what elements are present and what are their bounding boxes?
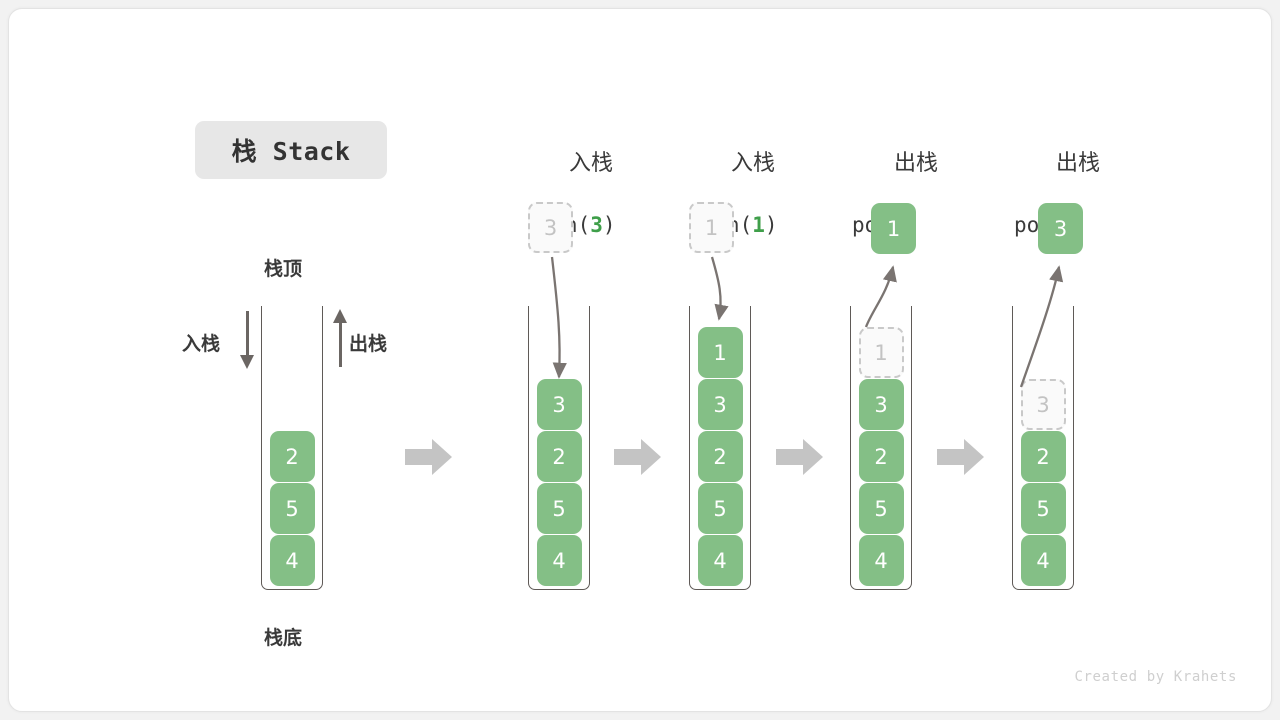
connector-arrows-layer	[550, 256, 1064, 388]
diagram-card: 栈 Stack 栈顶 栈底 入栈 出栈 452 入栈 push(3) 3 452…	[8, 8, 1272, 712]
push-down-arrow-icon	[240, 311, 254, 369]
initial-cell-0: 4	[269, 535, 315, 586]
step1-cell-3: 3	[697, 379, 743, 430]
step2-cell-0: 4	[858, 535, 904, 586]
step-heading-cjk-2: 出栈	[893, 151, 938, 177]
transition-arrow-icon-0	[405, 439, 452, 475]
transition-arrow-icon-1	[614, 439, 661, 475]
stack-bottom-label: 栈底	[264, 627, 303, 649]
step0-cell-3: 3	[536, 379, 582, 430]
step-heading-cjk-1: 入栈	[730, 151, 775, 177]
step1-cell-0: 4	[697, 535, 743, 586]
pop-up-arrow-icon	[333, 309, 347, 367]
float-value-box-3: 3	[1038, 203, 1083, 254]
initial-cell-2: 2	[269, 431, 315, 482]
step1-cell-1: 5	[697, 483, 743, 534]
step2-cell-3: 3	[858, 379, 904, 430]
pop-curve-icon-2	[864, 265, 897, 328]
step3-cell-0: 4	[1020, 535, 1066, 586]
push-curve-icon-1	[710, 256, 729, 321]
step1-cell-4: 1	[697, 327, 743, 378]
step2-cell-1: 5	[858, 483, 904, 534]
step1-cell-2: 2	[697, 431, 743, 482]
pop-curve-icon-3	[1019, 265, 1064, 388]
stack-top-label: 栈顶	[264, 258, 303, 280]
float-value-box-1: 1	[689, 202, 734, 253]
step3-cell-1: 5	[1020, 483, 1066, 534]
transition-arrow-icon-2	[776, 439, 823, 475]
step2-cell-4-ghost: 1	[858, 327, 904, 378]
float-value-box-0: 3	[528, 202, 573, 253]
step0-cell-2: 2	[536, 431, 582, 482]
step2-cell-2: 2	[858, 431, 904, 482]
step3-cell-2: 2	[1020, 431, 1066, 482]
step-heading-cjk-0: 入栈	[568, 151, 613, 177]
step0-cell-1: 5	[536, 483, 582, 534]
step3-cell-3-ghost: 3	[1020, 379, 1066, 430]
credit-text: Created by Krahets	[1074, 669, 1237, 685]
step-heading-cjk-3: 出栈	[1055, 151, 1100, 177]
pop-direction-label: 出栈	[349, 333, 388, 355]
push-direction-label: 入栈	[182, 333, 221, 355]
transition-arrow-icon-3	[937, 439, 984, 475]
page-title: 栈 Stack	[195, 121, 387, 179]
push-curve-icon-0	[550, 256, 567, 379]
float-value-box-2: 1	[871, 203, 916, 254]
step0-cell-0: 4	[536, 535, 582, 586]
initial-cell-1: 5	[269, 483, 315, 534]
